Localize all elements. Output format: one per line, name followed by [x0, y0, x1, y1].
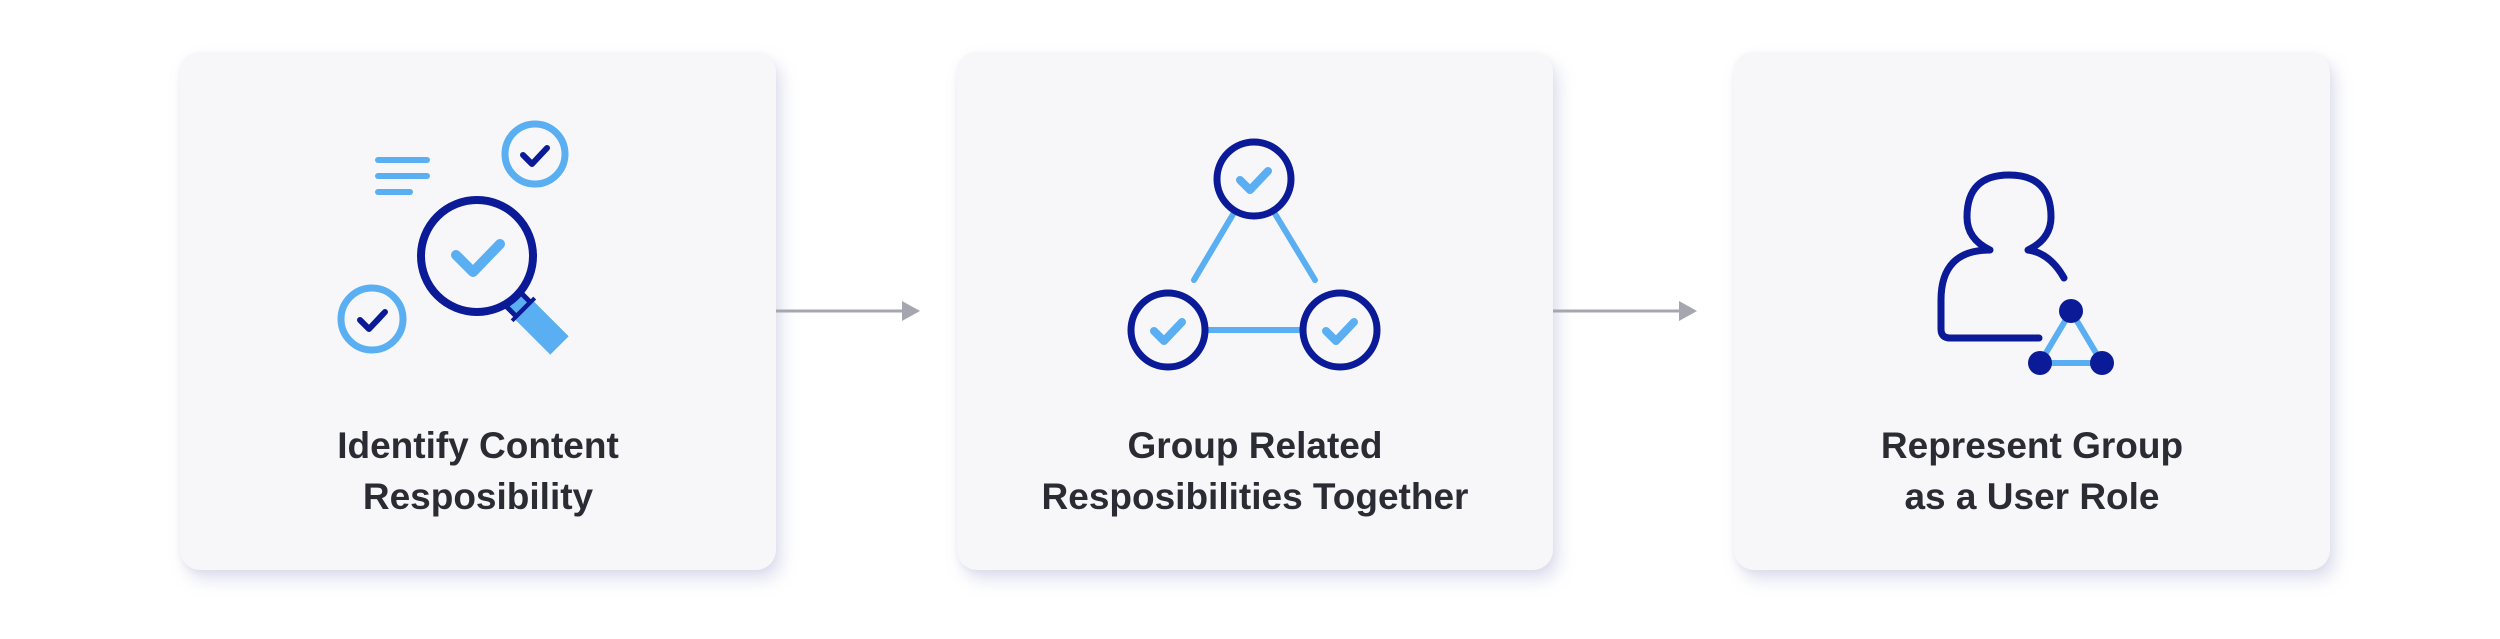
user-role-icon [1734, 52, 2330, 382]
step-title-line: as a User Role [1904, 476, 2160, 517]
step-title: Group Related Resposibilities Together [957, 420, 1553, 522]
step-title-line: Represent Group [1880, 425, 2184, 466]
check-node-icon [1127, 289, 1209, 371]
step-title-line: Group Related [1127, 425, 1383, 466]
step-card-identify: Identify Content Resposibility [180, 52, 776, 570]
step-card-group: Group Related Resposibilities Together [957, 52, 1553, 570]
arrow-right-icon [1553, 296, 1699, 326]
check-node-icon [1213, 138, 1295, 220]
check-circle-icon [337, 284, 407, 354]
check-triangle-network-icon [957, 52, 1553, 382]
magnifier-check-icon [180, 52, 776, 382]
step-title: Represent Group as a User Role [1734, 420, 2330, 522]
step-title-line: Identify Content [337, 425, 619, 466]
step-title-line: Resposibility [362, 476, 594, 517]
step-card-represent: Represent Group as a User Role [1734, 52, 2330, 570]
check-circle-icon [501, 120, 569, 188]
check-node-icon [1299, 289, 1381, 371]
step-title-line: Resposibilities Together [1041, 476, 1469, 517]
step-title: Identify Content Resposibility [180, 420, 776, 522]
arrow-right-icon [776, 296, 922, 326]
